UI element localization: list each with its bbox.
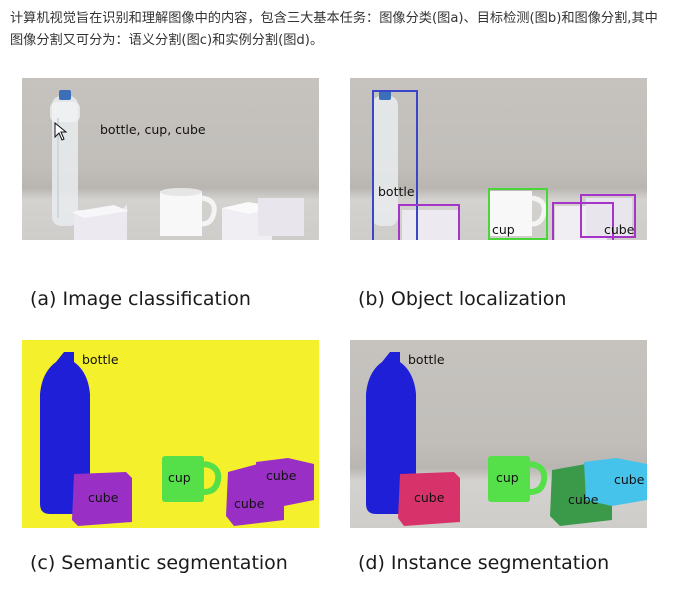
cube-label-3: cube — [266, 468, 297, 483]
cube-label-3: cube — [604, 222, 635, 237]
cube-bounding-box-1 — [398, 204, 460, 240]
cup-label: cup — [168, 470, 191, 485]
panel-c-image: bottle cube cup cube cube — [22, 340, 319, 528]
panel-a-scene — [50, 90, 304, 240]
cube-label-3: cube — [614, 472, 645, 487]
bottle-label: bottle — [378, 184, 415, 199]
panel-b-caption: (b) Object localization — [358, 288, 567, 310]
intro-paragraph: 计算机视觉旨在识别和理解图像中的内容，包含三大基本任务：图像分类(图a)、目标检… — [10, 11, 658, 48]
panel-a-image: bottle, cup, cube — [22, 78, 319, 240]
cube-bounding-box-2 — [552, 202, 614, 240]
cube-label-2: cube — [568, 492, 599, 507]
panel-c-caption: (c) Semantic segmentation — [30, 552, 288, 574]
panel-d-image: bottle cube cup cube cube — [350, 340, 647, 528]
panel-d-caption: (d) Instance segmentation — [358, 552, 610, 574]
cup-label: cup — [496, 470, 519, 485]
cup-label: cup — [492, 222, 515, 237]
cube-label-1: cube — [88, 490, 119, 505]
cube-label-1: cube — [414, 490, 445, 505]
bottle-label: bottle — [408, 352, 445, 367]
panel-a-class-labels: bottle, cup, cube — [100, 122, 206, 137]
bottle-label: bottle — [82, 352, 119, 367]
mouse-cursor-icon — [54, 122, 68, 141]
panel-d-scene — [366, 352, 647, 526]
panel-a-caption: (a) Image classification — [30, 288, 251, 310]
cube-label-2: cube — [234, 496, 265, 511]
bottle-bounding-box — [372, 90, 418, 240]
cup-bounding-box — [488, 188, 548, 240]
panel-b-image: bottle cube cup cube cube — [350, 78, 647, 240]
cube-bounding-box-3 — [580, 194, 636, 238]
panel-c-scene — [40, 352, 314, 526]
